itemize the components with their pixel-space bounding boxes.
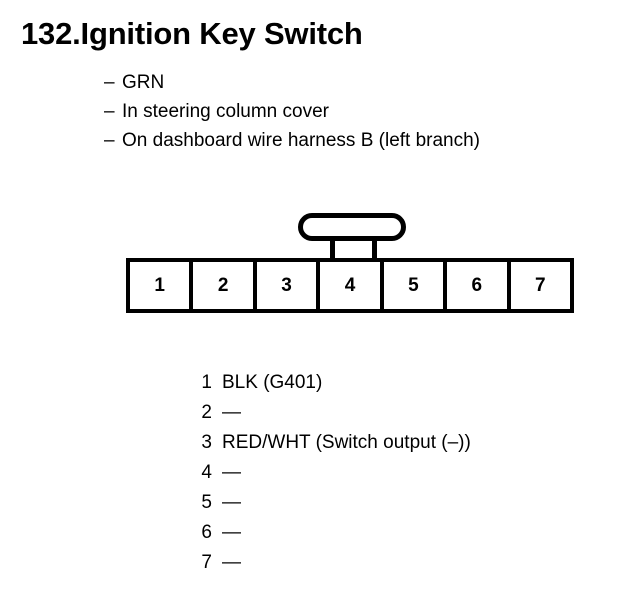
connector-pin-3[interactable]: 3 <box>256 262 321 309</box>
note-item-label: GRN <box>122 72 165 93</box>
pin-legend-row: 2 — <box>198 402 471 432</box>
connector-pin-5[interactable]: 5 <box>383 262 448 309</box>
pin-legend-number: 7 <box>201 552 212 573</box>
pin-legend-row: 6 — <box>198 522 471 552</box>
note-dash-icon: – <box>104 101 115 122</box>
connector-latch-neck-left-icon <box>330 236 335 259</box>
pin-legend-number: 2 <box>201 402 212 423</box>
pin-legend-label: RED/WHT (Switch output (–)) <box>222 432 471 453</box>
note-dash-icon: – <box>104 72 115 93</box>
connector-latch-icon <box>298 213 406 241</box>
pin-legend-row: 4 — <box>198 462 471 492</box>
connector-latch-neck-right-icon <box>372 236 377 259</box>
pin-legend-list: 1 BLK (G401) 2 — 3 RED/WHT (Switch outpu… <box>198 372 471 582</box>
pin-legend-number: 4 <box>201 462 212 483</box>
page-title: 132.Ignition Key Switch <box>21 16 363 51</box>
connector-pin-6[interactable]: 6 <box>447 262 511 309</box>
pin-legend-label: — <box>222 402 241 423</box>
note-item: – On dashboard wire harness B (left bran… <box>104 126 480 155</box>
note-item: – GRN <box>104 68 480 97</box>
connector-pin-1[interactable]: 1 <box>130 262 194 309</box>
pin-legend-row: 5 — <box>198 492 471 522</box>
pin-legend-row: 7 — <box>198 552 471 582</box>
pin-legend-number: 6 <box>201 522 212 543</box>
pin-legend-number: 1 <box>201 372 212 393</box>
page-title-name: Ignition Key Switch <box>80 16 363 51</box>
connector-body: 1 2 3 4 5 6 7 <box>126 258 574 313</box>
pin-legend-label: — <box>222 492 241 513</box>
note-item: – In steering column cover <box>104 97 480 126</box>
pin-legend-label: — <box>222 552 241 573</box>
pin-legend-label: BLK (G401) <box>222 372 323 393</box>
pin-legend-label: — <box>222 462 241 483</box>
connector-pin-7[interactable]: 7 <box>510 262 570 309</box>
pin-legend-number: 3 <box>201 432 212 453</box>
page-title-number: 132. <box>21 16 81 51</box>
notes-list: – GRN – In steering column cover – On da… <box>104 68 480 155</box>
note-dash-icon: – <box>104 130 115 151</box>
pin-legend-label: — <box>222 522 241 543</box>
connector-pin-2[interactable]: 2 <box>193 262 257 309</box>
note-item-label: In steering column cover <box>122 101 329 122</box>
pin-legend-number: 5 <box>201 492 212 513</box>
connector-diagram: 1 2 3 4 5 6 7 <box>126 213 574 315</box>
pin-legend-row: 1 BLK (G401) <box>198 372 471 402</box>
note-item-label: On dashboard wire harness B (left branch… <box>122 130 481 151</box>
connector-pin-4[interactable]: 4 <box>320 262 384 309</box>
pin-legend-row: 3 RED/WHT (Switch output (–)) <box>198 432 471 462</box>
